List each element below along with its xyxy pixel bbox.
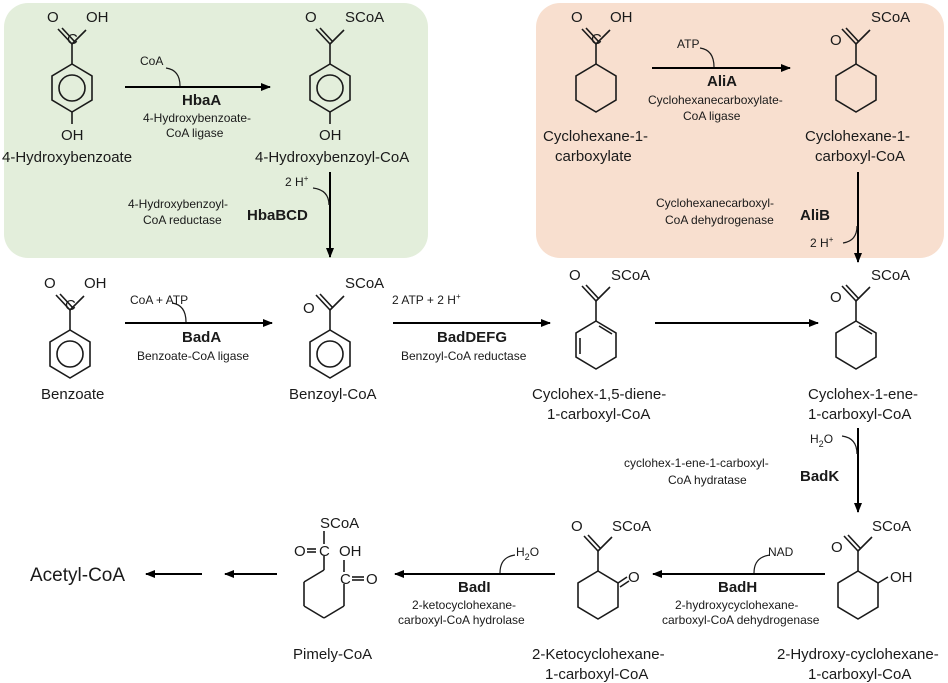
atom-o: O: [303, 300, 315, 317]
atom-c: C: [591, 31, 602, 48]
atom-o: O: [305, 9, 317, 26]
structure-4-hydroxybenzoate: O C OH OH: [47, 9, 109, 144]
atom-oh: OH: [84, 275, 107, 292]
compound-pimelyl-coa: Pimely-CoA: [293, 646, 372, 663]
atom-scoa: SCoA: [345, 275, 384, 292]
atom-c: C: [65, 297, 76, 314]
compound-cyclohexane-1-carboxylate-line1: Cyclohexane-1-: [543, 128, 648, 145]
atom-c: C: [319, 543, 330, 560]
enzyme-bada: BadA: [182, 329, 221, 346]
compound-diene-line2: 1-carboxyl-CoA: [547, 406, 650, 423]
enzyme-baddefg: BadDEFG: [437, 329, 507, 346]
compound-2-keto-line2: 1-carboxyl-CoA: [545, 666, 648, 683]
enzyme-badk-desc-2: CoA hydratase: [668, 473, 747, 487]
atom-scoa: SCoA: [871, 267, 910, 284]
compound-diene-line1: Cyclohex-1,5-diene-: [532, 386, 666, 403]
atom-oh: OH: [610, 9, 633, 26]
atom-scoa: SCoA: [871, 9, 910, 26]
atom-o: O: [628, 569, 640, 586]
atom-o: O: [47, 9, 59, 26]
structure-cyclohexane-1-carboxylate: O C OH: [571, 9, 633, 113]
structure-benzoyl-coa: O SCoA: [303, 275, 384, 379]
enzyme-alib-desc-1: Cyclohexanecarboxyl-: [656, 196, 774, 210]
cofactor-2h: 2 H+: [285, 174, 309, 189]
atom-scoa: SCoA: [872, 518, 911, 535]
structure-pimelyl-coa: SCoA O C OH C O: [294, 515, 378, 619]
compound-acetyl-coa: Acetyl-CoA: [30, 565, 125, 586]
green-pathway-box: [4, 3, 428, 258]
atom-o: O: [831, 539, 843, 556]
enzyme-badk-desc-1: cyclohex-1-ene-1-carboxyl-: [624, 456, 769, 470]
cofactor-coa: CoA: [140, 54, 163, 68]
enzyme-badi-desc-2: carboxyl-CoA hydrolase: [398, 613, 525, 627]
atom-oh: OH: [61, 127, 84, 144]
atom-o: O: [366, 571, 378, 588]
atom-oh: OH: [319, 127, 342, 144]
cofactor-atp-h: 2 ATP + 2 H+: [392, 292, 461, 307]
compound-2-keto-line1: 2-Ketocyclohexane-: [532, 646, 665, 663]
compound-cyclohexane-1-carboxyl-coa-line1: Cyclohexane-1-: [805, 128, 910, 145]
compound-4-hydroxybenzoate: 4-Hydroxybenzoate: [2, 149, 132, 166]
compound-2-hydroxy-line1: 2-Hydroxy-cyclohexane-: [777, 646, 939, 663]
enzyme-bada-desc: Benzoate-CoA ligase: [137, 349, 249, 363]
enzyme-badh: BadH: [718, 579, 757, 596]
cofactor-2h: 2 H+: [810, 235, 834, 250]
atom-o: O: [44, 275, 56, 292]
structure-cyclohexane-1-carboxyl-coa: O SCoA: [830, 9, 910, 113]
enzyme-hbabcd: HbaBCD: [247, 207, 308, 224]
cofactor-nad: NAD: [768, 545, 794, 559]
structure-4-hydroxybenzoyl-coa: O SCoA OH: [305, 9, 384, 144]
compound-benzoate: Benzoate: [41, 386, 104, 403]
structure-2-hydroxy: O SCoA OH: [831, 518, 913, 620]
atom-o: O: [571, 518, 583, 535]
enzyme-badh-desc-1: 2-hydroxycyclohexane-: [675, 598, 798, 612]
cofactor-h2o: H2O: [516, 545, 539, 562]
orange-pathway-box: [536, 3, 944, 258]
atom-o: O: [830, 32, 842, 49]
structure-benzoate: O C OH: [44, 275, 107, 379]
structure-cyclohex-1-5-diene: O SCoA: [569, 267, 650, 370]
enzyme-hbaa-desc-1: 4-Hydroxybenzoate-: [143, 111, 251, 125]
compound-ene-line1: Cyclohex-1-ene-: [808, 386, 918, 403]
atom-c: C: [340, 571, 351, 588]
atom-oh: OH: [890, 569, 913, 586]
enzyme-hbabcd-desc-1: 4-Hydroxybenzoyl-: [128, 197, 228, 211]
enzyme-badi: BadI: [458, 579, 491, 596]
cofactor-coa-atp: CoA + ATP: [130, 293, 188, 307]
compound-cyclohexane-1-carboxylate-line2: carboxylate: [555, 148, 632, 165]
enzyme-badh-desc-2: carboxyl-CoA dehydrogenase: [662, 613, 820, 627]
compound-benzoyl-coa: Benzoyl-CoA: [289, 386, 377, 403]
compound-2-hydroxy-line2: 1-carboxyl-CoA: [808, 666, 911, 683]
atom-oh: OH: [339, 543, 362, 560]
enzyme-badk: BadK: [800, 468, 839, 485]
enzyme-alia-desc-1: Cyclohexanecarboxylate-: [648, 93, 783, 107]
compound-ene-line2: 1-carboxyl-CoA: [808, 406, 911, 423]
enzyme-alia-desc-2: CoA ligase: [683, 109, 741, 123]
atom-o: O: [571, 9, 583, 26]
enzyme-alia: AliA: [707, 73, 737, 90]
enzyme-alib: AliB: [800, 207, 830, 224]
atom-o: O: [294, 543, 306, 560]
atom-scoa: SCoA: [611, 267, 650, 284]
atom-oh: OH: [86, 9, 109, 26]
atom-scoa: SCoA: [320, 515, 359, 532]
atom-scoa: SCoA: [612, 518, 651, 535]
compound-cyclohexane-1-carboxyl-coa-line2: carboxyl-CoA: [815, 148, 905, 165]
enzyme-alib-desc-2: CoA dehydrogenase: [665, 213, 774, 227]
enzyme-hbaa: HbaA: [182, 92, 221, 109]
atom-o: O: [569, 267, 581, 284]
enzyme-badi-desc-1: 2-ketocyclohexane-: [412, 598, 516, 612]
atom-scoa: SCoA: [345, 9, 384, 26]
compound-4-hydroxybenzoyl-coa: 4-Hydroxybenzoyl-CoA: [255, 149, 409, 166]
structure-2-keto: O SCoA O: [571, 518, 651, 620]
enzyme-hbaa-desc-2: CoA ligase: [166, 126, 224, 140]
atom-c: C: [67, 31, 78, 48]
enzyme-baddefg-desc: Benzoyl-CoA reductase: [401, 349, 527, 363]
atom-o: O: [830, 289, 842, 306]
enzyme-hbabcd-desc-2: CoA reductase: [143, 213, 222, 227]
cofactor-atp: ATP: [677, 37, 699, 51]
structure-cyclohex-1-ene: O SCoA: [830, 267, 910, 370]
cofactor-h2o: H2O: [810, 432, 833, 449]
